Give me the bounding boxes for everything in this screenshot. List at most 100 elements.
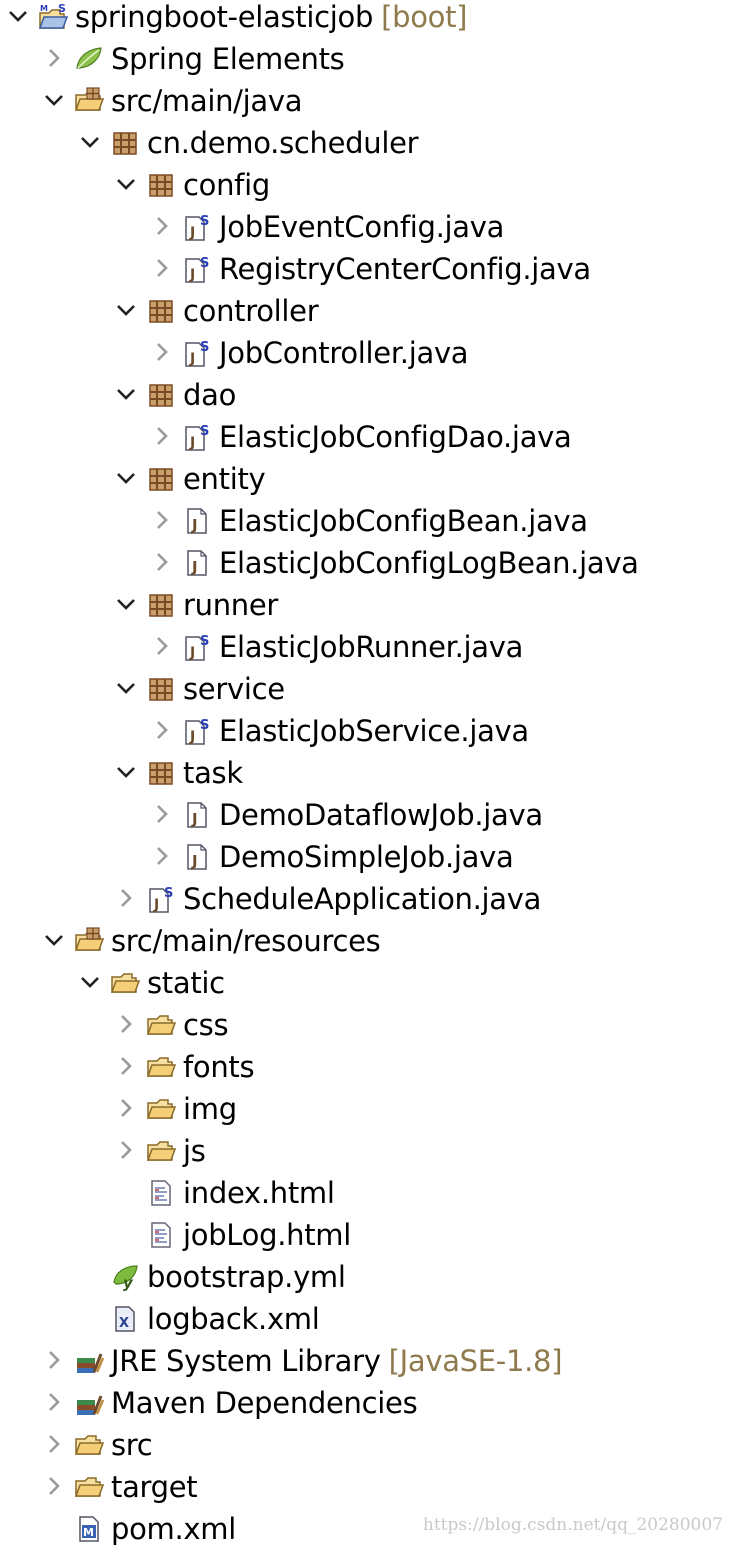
chevron-right-icon[interactable] bbox=[150, 633, 174, 659]
chevron-down-icon[interactable] bbox=[114, 381, 138, 407]
svg-text:J: J bbox=[189, 645, 195, 661]
chevron-down-icon[interactable] bbox=[114, 297, 138, 323]
chevron-right-icon[interactable] bbox=[114, 1137, 138, 1163]
chevron-right-icon[interactable] bbox=[150, 549, 174, 575]
tree-item[interactable]: JRE System Library[JavaSE-1.8] bbox=[0, 1340, 735, 1382]
chevron-right-icon[interactable] bbox=[150, 507, 174, 533]
tree-item-label-wrap: ElasticJobConfigBean.java bbox=[219, 501, 588, 541]
tree-item-label: runner bbox=[183, 588, 279, 622]
chevron-down-icon[interactable] bbox=[114, 675, 138, 701]
tree-item[interactable]: src bbox=[0, 1424, 735, 1466]
tree-item[interactable]: J ElasticJobConfigLogBean.java bbox=[0, 542, 735, 584]
tree-item-label: src/main/java bbox=[111, 84, 303, 118]
chevron-down-icon[interactable] bbox=[42, 87, 66, 113]
package-icon bbox=[146, 380, 176, 410]
chevron-right-icon[interactable] bbox=[150, 213, 174, 239]
chevron-right-icon[interactable] bbox=[42, 1431, 66, 1457]
tree-item[interactable]: J ElasticJobConfigBean.java bbox=[0, 500, 735, 542]
chevron-right-icon[interactable] bbox=[150, 843, 174, 869]
tree-item[interactable]: config bbox=[0, 164, 735, 206]
chevron-right-icon[interactable] bbox=[150, 717, 174, 743]
chevron-down-icon[interactable] bbox=[114, 171, 138, 197]
svg-text:J: J bbox=[189, 435, 195, 451]
tree-item-label-wrap: ElasticJobConfigLogBean.java bbox=[219, 543, 639, 583]
svg-text:J: J bbox=[191, 516, 198, 534]
chevron-down-icon[interactable] bbox=[78, 969, 102, 995]
chevron-down-icon[interactable] bbox=[78, 129, 102, 155]
tree-item[interactable]: js bbox=[0, 1130, 735, 1172]
tree-item[interactable]: entity bbox=[0, 458, 735, 500]
tree-item-label: JobController.java bbox=[219, 336, 469, 370]
svg-text:S: S bbox=[200, 718, 209, 733]
tree-item[interactable]: runner bbox=[0, 584, 735, 626]
spring-yml-file-icon: y bbox=[110, 1262, 140, 1292]
chevron-right-icon[interactable] bbox=[150, 801, 174, 827]
chevron-down-icon[interactable] bbox=[114, 759, 138, 785]
tree-item[interactable]: src/main/resources bbox=[0, 920, 735, 962]
chevron-right-icon[interactable] bbox=[150, 255, 174, 281]
tree-item-label-wrap: logback.xml bbox=[147, 1299, 320, 1339]
tree-item[interactable]: task bbox=[0, 752, 735, 794]
tree-item[interactable]: target bbox=[0, 1466, 735, 1508]
tree-item[interactable]: static bbox=[0, 962, 735, 1004]
tree-item[interactable]: src/main/java bbox=[0, 80, 735, 122]
tree-item[interactable]: Maven Dependencies bbox=[0, 1382, 735, 1424]
tree-item-label: springboot-elasticjob bbox=[75, 0, 374, 34]
tree-item-label-wrap: RegistryCenterConfig.java bbox=[219, 249, 591, 289]
svg-text:S: S bbox=[200, 340, 209, 355]
chevron-right-icon[interactable] bbox=[114, 885, 138, 911]
tree-item-label-wrap: src bbox=[111, 1425, 153, 1465]
tree-item[interactable]: Spring Elements bbox=[0, 38, 735, 80]
chevron-right-icon[interactable] bbox=[150, 423, 174, 449]
tree-item-label: JRE System Library bbox=[111, 1344, 381, 1378]
chevron-right-icon[interactable] bbox=[42, 45, 66, 71]
svg-text:J: J bbox=[191, 558, 198, 576]
tree-item[interactable]: service bbox=[0, 668, 735, 710]
tree-item[interactable]: fonts bbox=[0, 1046, 735, 1088]
tree-item[interactable]: img bbox=[0, 1088, 735, 1130]
tree-item-label-wrap: src/main/java bbox=[111, 81, 303, 121]
chevron-right-icon[interactable] bbox=[150, 339, 174, 365]
tree-item[interactable]: jobLog.html bbox=[0, 1214, 735, 1256]
chevron-down-icon[interactable] bbox=[6, 3, 30, 29]
tree-item[interactable]: index.html bbox=[0, 1172, 735, 1214]
tree-item-label-wrap: pom.xml bbox=[111, 1509, 236, 1549]
library-icon bbox=[74, 1388, 104, 1418]
tree-item[interactable]: cn.demo.scheduler bbox=[0, 122, 735, 164]
chevron-down-icon[interactable] bbox=[42, 927, 66, 953]
chevron-right-icon[interactable] bbox=[42, 1473, 66, 1499]
chevron-right-icon[interactable] bbox=[42, 1347, 66, 1373]
tree-item-label: src bbox=[111, 1428, 153, 1462]
java-file-icon: J bbox=[182, 506, 212, 536]
chevron-right-icon[interactable] bbox=[114, 1095, 138, 1121]
folder-icon bbox=[146, 1094, 176, 1124]
chevron-right-icon[interactable] bbox=[114, 1053, 138, 1079]
folder-icon bbox=[146, 1052, 176, 1082]
tree-item[interactable]: controller bbox=[0, 290, 735, 332]
chevron-right-icon[interactable] bbox=[42, 1389, 66, 1415]
chevron-down-icon[interactable] bbox=[114, 465, 138, 491]
tree-item[interactable]: dao bbox=[0, 374, 735, 416]
chevron-down-icon[interactable] bbox=[114, 591, 138, 617]
chevron-right-icon[interactable] bbox=[114, 1011, 138, 1037]
tree-item[interactable]: css bbox=[0, 1004, 735, 1046]
package-icon bbox=[146, 590, 176, 620]
